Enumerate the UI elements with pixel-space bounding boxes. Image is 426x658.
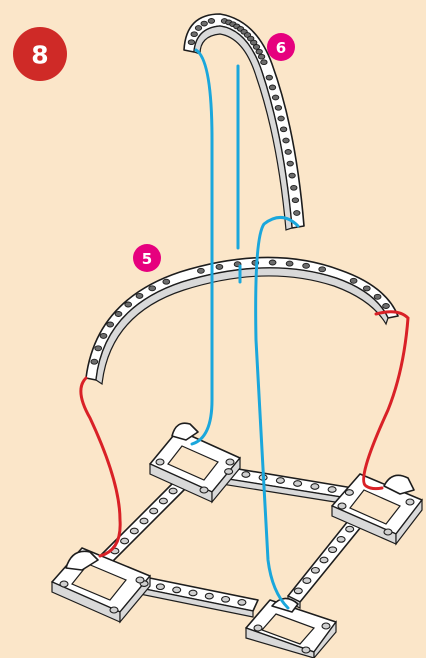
stud: [60, 581, 68, 587]
stud: [95, 346, 102, 351]
stud: [302, 647, 310, 653]
stud: [156, 459, 164, 465]
stud: [287, 161, 293, 166]
stud: [276, 478, 284, 484]
stud: [275, 105, 281, 110]
stud: [311, 484, 319, 490]
stud: [173, 587, 181, 593]
stud: [258, 54, 264, 59]
stud: [289, 173, 295, 178]
stud: [136, 293, 143, 298]
stud: [159, 498, 167, 504]
stud: [320, 557, 328, 563]
stud: [115, 312, 122, 317]
stud: [226, 459, 234, 465]
stud: [107, 322, 114, 327]
stud: [280, 127, 286, 132]
stud: [294, 481, 302, 487]
stud: [195, 26, 201, 31]
stud: [216, 264, 223, 269]
stud: [329, 547, 337, 553]
arch-piece-5: [86, 257, 398, 384]
stud: [328, 487, 336, 493]
stud: [363, 286, 370, 291]
guide-line-red-right: [364, 312, 408, 489]
stud: [140, 518, 148, 524]
stud: [121, 538, 129, 544]
stud: [285, 150, 291, 155]
stud: [191, 32, 197, 37]
stud: [222, 597, 230, 603]
stud: [291, 185, 297, 190]
stud: [303, 578, 311, 584]
stud: [130, 528, 138, 534]
callout-6-label: 6: [276, 39, 286, 57]
stud: [346, 526, 354, 532]
stud: [286, 261, 293, 266]
stud: [242, 472, 250, 478]
stud: [150, 508, 158, 514]
stud: [253, 45, 259, 50]
stud: [169, 488, 177, 494]
stud: [110, 607, 118, 613]
stud: [136, 577, 144, 583]
stud: [278, 116, 284, 121]
stud: [337, 537, 345, 543]
stud: [254, 625, 262, 631]
stud: [374, 294, 381, 299]
stud: [189, 590, 197, 596]
stud: [200, 487, 208, 493]
stud: [256, 49, 262, 54]
stud: [205, 593, 213, 599]
stud: [266, 75, 272, 80]
stud: [125, 302, 132, 307]
stud: [163, 279, 170, 284]
stud: [225, 469, 233, 475]
stud: [100, 333, 107, 338]
stud: [294, 211, 300, 216]
stud: [149, 286, 156, 291]
stud: [384, 529, 392, 535]
stud: [383, 304, 390, 309]
stud: [345, 490, 353, 496]
stud: [338, 503, 346, 509]
stud: [208, 19, 214, 24]
stud: [319, 267, 326, 272]
stud: [322, 623, 330, 629]
stud: [350, 278, 357, 283]
stud: [406, 499, 414, 505]
stud: [272, 95, 278, 100]
guide-line-blue-left: [192, 50, 212, 444]
stud: [261, 60, 267, 65]
stud: [91, 359, 98, 364]
stud: [238, 600, 246, 606]
stud: [292, 198, 298, 203]
stud: [156, 584, 164, 590]
stud: [303, 263, 310, 268]
callout-6: 6: [267, 33, 295, 61]
stud: [311, 568, 319, 574]
guide-line-red-left: [81, 378, 120, 556]
callout-5: 5: [133, 244, 161, 272]
stud: [201, 21, 207, 26]
stud: [188, 40, 194, 45]
stud: [269, 85, 275, 90]
stud: [198, 268, 205, 273]
step-badge: 8: [13, 27, 67, 81]
stud: [294, 588, 302, 594]
stud: [269, 260, 276, 265]
callout-5-label: 5: [142, 250, 152, 268]
step-number: 8: [31, 41, 48, 70]
stud: [283, 138, 289, 143]
